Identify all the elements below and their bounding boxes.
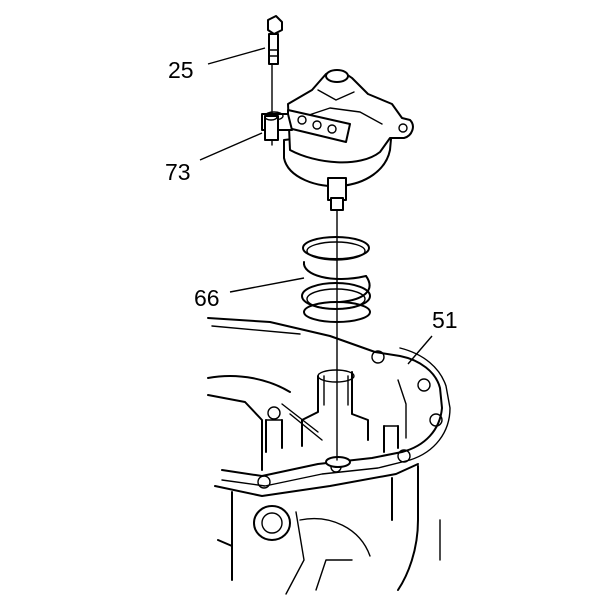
bushing: [264, 113, 279, 141]
callout-label-73: 73: [165, 159, 191, 185]
callout-label-66: 66: [194, 285, 220, 311]
flange-bolt-holes: [257, 350, 443, 489]
callout-label-51: 51: [432, 307, 458, 333]
leader-line-51: [407, 335, 433, 365]
transmission-housing: [207, 317, 451, 595]
bolt: [267, 15, 283, 65]
callout-label-25: 25: [168, 57, 194, 83]
leader-line-25: [207, 47, 266, 65]
leader-line-73: [199, 132, 263, 161]
accumulator-spring: [301, 236, 371, 323]
leader-line-66: [229, 277, 305, 293]
accumulator-cover: [261, 69, 414, 211]
